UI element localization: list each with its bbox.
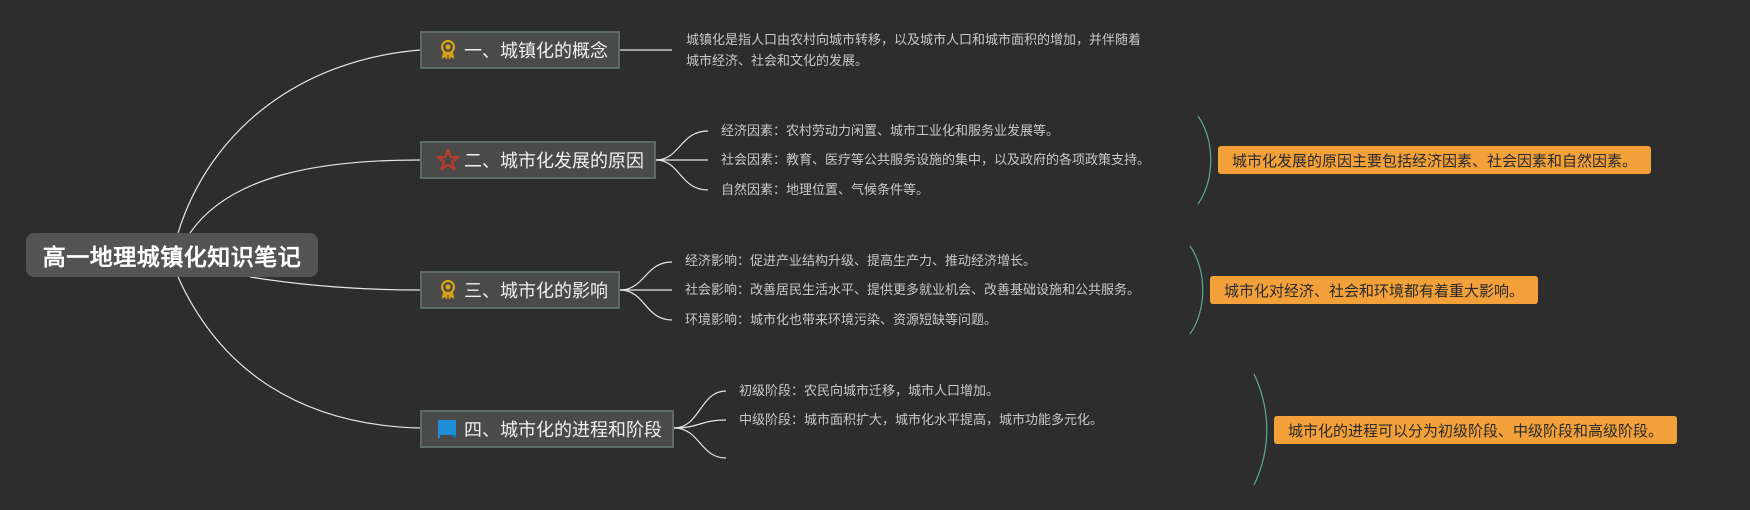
- topic-2-detail-1[interactable]: 经济因素：农村劳动力闲置、城市工业化和服务业发展等。: [721, 124, 1060, 139]
- topic-1-node[interactable]: 一、城镇化的概念: [420, 31, 620, 69]
- branch-topic-4-detail-2: [673, 419, 727, 429]
- topic-4-summary-text: 城市化的进程可以分为初级阶段、中级阶段和高级阶段。: [1288, 421, 1664, 440]
- topic-3-title: 三、城市化的影响: [464, 281, 608, 302]
- award-ribbon-icon: [436, 278, 460, 302]
- summary-bracket-topic-2: [1197, 115, 1212, 205]
- topic-2-node[interactable]: 二、城市化发展的原因: [420, 141, 656, 179]
- topic-4-detail-2[interactable]: 中级阶段：城市面积扩大，城市化水平提高，城市功能多元化。: [739, 413, 1104, 428]
- topic-2-title: 二、城市化发展的原因: [464, 151, 644, 172]
- topic-3-detail-2[interactable]: 社会影响：改善居民生活水平、提供更多就业机会、改善基础设施和公共服务。: [685, 283, 1141, 298]
- topic-3-detail-3[interactable]: 环境影响：城市化也带来环境污染、资源短缺等问题。: [685, 313, 998, 328]
- topic-3-summary-text: 城市化对经济、社会和环境都有着重大影响。: [1224, 281, 1525, 300]
- summary-bracket-topic-4: [1253, 373, 1268, 486]
- branch-topic-2-detail-3: [655, 159, 709, 191]
- branch-topic-4-detail-3: [673, 427, 727, 459]
- topic-4-detail-1[interactable]: 初级阶段：农民向城市迁移，城市人口增加。: [739, 384, 1000, 399]
- topic-2-summary[interactable]: 城市化发展的原因主要包括经济因素、社会因素和自然因素。: [1218, 146, 1652, 174]
- award-ribbon-icon: [436, 38, 460, 62]
- topic-2-detail-3[interactable]: 自然因素：地理位置、气候条件等。: [721, 183, 930, 198]
- topic-3-node[interactable]: 三、城市化的影响: [420, 271, 620, 309]
- branch-topic-3-detail-1: [619, 261, 673, 291]
- topic-3-summary[interactable]: 城市化对经济、社会和环境都有着重大影响。: [1210, 276, 1539, 304]
- topic-1-title: 一、城镇化的概念: [464, 41, 608, 62]
- topic-4-summary[interactable]: 城市化的进程可以分为初级阶段、中级阶段和高级阶段。: [1274, 416, 1678, 444]
- branch-root-topic-3: [249, 276, 421, 291]
- red-star-icon: [436, 148, 460, 172]
- topic-2-summary-text: 城市化发展的原因主要包括经济因素、社会因素和自然因素。: [1232, 151, 1638, 170]
- branch-topic-3-detail-3: [619, 289, 673, 321]
- branch-topic-4-detail-1: [673, 390, 727, 429]
- topic-2-detail-2[interactable]: 社会因素：教育、医疗等公共服务设施的集中，以及政府的各项政策支持。: [721, 153, 1151, 168]
- topic-4-node[interactable]: 四、城市化的进程和阶段: [420, 410, 674, 448]
- summary-bracket-topic-3: [1189, 245, 1204, 335]
- topic-1-detail[interactable]: 城镇化是指人口由农村向城市转移，以及城市人口和城市面积的增加，并伴随着 城市经济…: [686, 30, 1141, 72]
- topic-1-detail-line-1: 城镇化是指人口由农村向城市转移，以及城市人口和城市面积的增加，并伴随着: [686, 33, 1142, 48]
- topic-4-title: 四、城市化的进程和阶段: [464, 420, 662, 441]
- branch-topic-2-detail-1: [655, 130, 709, 161]
- root-topic[interactable]: 高一地理城镇化知识笔记: [26, 233, 318, 277]
- branch-root-topic-4: [177, 276, 421, 429]
- branch-root-topic-1: [177, 49, 421, 234]
- blue-flag-icon: [436, 417, 460, 441]
- topic-1-detail-line-2: 城市经济、社会和文化的发展。: [686, 54, 869, 69]
- root-title: 高一地理城镇化知识笔记: [42, 245, 302, 271]
- topic-3-detail-1[interactable]: 经济影响：促进产业结构升级、提高生产力、推动经济增长。: [685, 254, 1037, 269]
- branch-root-topic-2: [189, 159, 421, 234]
